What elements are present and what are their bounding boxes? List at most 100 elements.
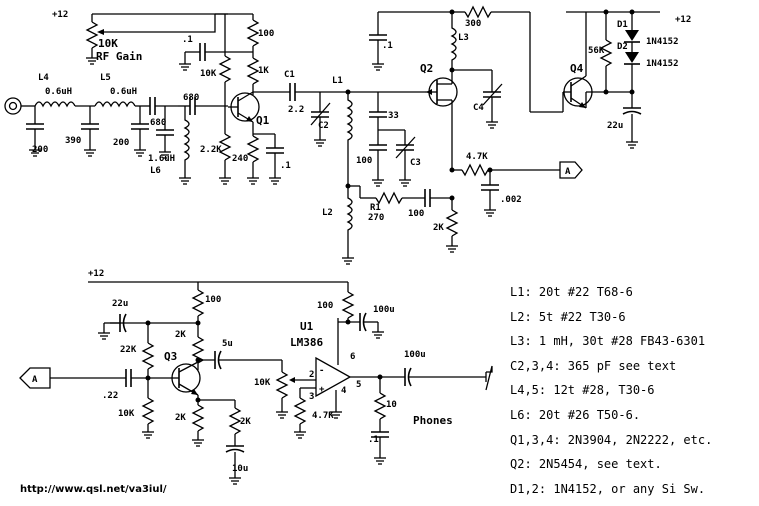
parts-list: L1: 20t #22 T68-6 L2: 5t #22 T30-6 L3: 1… <box>510 280 759 501</box>
res-240-label: 240 <box>232 154 248 164</box>
resistor-2k-c-icon <box>228 400 242 446</box>
cap-100u-top-label: 100u <box>373 305 395 315</box>
res-2k-b-label: 2K <box>175 413 186 423</box>
antenna-connector-icon <box>4 97 35 115</box>
inductor-l1-icon <box>346 92 353 186</box>
supply-top-right: +12 <box>675 15 691 25</box>
connector-a-right-icon <box>559 161 583 179</box>
opamp-plus-label: + <box>319 385 325 395</box>
d1-value: 1N4152 <box>646 37 679 47</box>
rf-gain-label: RF Gain <box>96 50 142 63</box>
parts-list-item: D1,2: 1N4152, or any Si Sw. <box>510 481 706 496</box>
capacitor-c4-variable-icon <box>452 69 503 129</box>
pin-5-label: 5 <box>356 380 361 390</box>
l1-label: L1 <box>332 76 343 86</box>
capacitor-c2-variable-icon <box>310 92 331 147</box>
cap-200-a-label: 200 <box>32 145 48 155</box>
resistor-10k-audio-icon <box>141 397 155 439</box>
res-100-b-label: 100 <box>317 301 333 311</box>
res-1k-label: 1K <box>258 66 269 76</box>
capacitor-point1-audio-icon <box>371 431 389 465</box>
q3-label: Q3 <box>164 350 177 363</box>
cap-100u-out-label: 100u <box>404 350 426 360</box>
res-10k-pot-label: 10K <box>254 378 271 388</box>
cap-point22-label: .22 <box>102 391 118 401</box>
supply-audio: +12 <box>88 269 104 279</box>
capacitor-point22-icon <box>125 369 170 387</box>
pin-3-label: 3 <box>309 392 314 402</box>
rf-gain-potentiometer-icon <box>85 13 228 65</box>
parts-list-item: L6: 20t #26 T50-6. <box>510 407 641 422</box>
u1-label: U1 <box>300 320 314 333</box>
cap-5u-label: 5u <box>222 339 233 349</box>
capacitor-c1-icon <box>253 83 348 101</box>
resistor-56k-icon <box>599 12 613 92</box>
res-100-audio-label: 100 <box>205 295 221 305</box>
pin-4-label: 4 <box>341 386 347 396</box>
resistor-100-a-icon <box>246 19 260 52</box>
l4-value: 0.6uH <box>45 87 72 97</box>
resistor-1k-icon <box>246 52 260 95</box>
capacitor-point1-c-icon <box>369 12 387 71</box>
l5-label: L5 <box>100 73 111 83</box>
res-4-7k-audio-label: 4.7K <box>312 411 334 421</box>
capacitor-point1-a-icon <box>178 43 253 71</box>
res-300-label: 300 <box>465 19 481 29</box>
pin-6-label: 6 <box>350 352 355 362</box>
capacitor-22u-rf-icon <box>622 92 642 149</box>
capacitor-5u-icon <box>198 350 283 372</box>
supply-top-left: +12 <box>52 10 68 20</box>
res-100-feedback-label: 100 <box>408 209 424 219</box>
resistor-10-icon <box>373 377 387 432</box>
parts-list-item: L1: 20t #22 T68-6 <box>510 285 633 299</box>
parts-list-item: L4,5: 12t #28, T30-6 <box>510 383 655 398</box>
parts-list-item: Q1,3,4: 2N3904, 2N2222, etc. <box>510 432 713 447</box>
res-2k-a-label: 2K <box>175 330 186 340</box>
cap-point1-audio-label: .1 <box>368 435 379 445</box>
res-100-label: 100 <box>258 29 274 39</box>
transistor-q3-icon <box>170 360 201 396</box>
rf-gain-pot-label: 10K <box>98 37 118 50</box>
c1-label: C1 <box>284 70 295 80</box>
capacitor-point1-b-icon <box>253 133 284 185</box>
resistor-10k-icon <box>218 14 232 106</box>
capacitor-680-b-icon <box>156 106 174 159</box>
parts-list-item: Q2: 2N5454, see text. <box>510 457 662 472</box>
lm386-opamp-icon <box>299 318 380 419</box>
resistor-2k-a-icon <box>191 323 205 370</box>
resistor-100-b-icon <box>341 282 355 322</box>
opamp-minus-label: - <box>319 366 324 376</box>
pin-2-label: 2 <box>309 370 314 380</box>
resistor-100-audio-icon <box>191 289 205 323</box>
l6-value: 1.6uH <box>148 154 175 164</box>
res-2k-c-label: 2K <box>240 417 251 427</box>
transistor-q2-icon <box>425 70 458 170</box>
capacitor-680-a-icon <box>148 97 178 115</box>
cap-100-label: 100 <box>356 156 372 166</box>
connector-a-right-label: A <box>565 167 571 177</box>
diode-d2-icon <box>624 42 640 92</box>
resistor-4-7k-icon <box>452 163 560 177</box>
resistor-2-2k-icon <box>218 106 232 185</box>
capacitor-200-a-icon <box>26 106 44 157</box>
res-2-2k-label: 2.2K <box>200 145 222 155</box>
cap-point1-c-label: .1 <box>382 41 393 51</box>
capacitor-feedback-icon <box>424 189 452 207</box>
capacitor-base-icon <box>178 97 228 115</box>
l5-value: 0.6uH <box>110 87 137 97</box>
resistor-2k-source-icon <box>445 198 459 253</box>
l2-label: L2 <box>322 208 333 218</box>
phones-label: Phones <box>413 414 453 427</box>
resistor-2k-b-icon <box>191 395 205 447</box>
cap-200-b-label: 200 <box>113 138 129 148</box>
capacitor-10u-icon <box>225 445 245 485</box>
cap-22u-audio-label: 22u <box>112 299 128 309</box>
res-4-7k-label: 4.7K <box>466 152 488 162</box>
transistor-q1-icon <box>228 91 260 123</box>
resistor-4-7k-audio-icon <box>293 397 307 439</box>
resistor-r1-icon <box>348 185 425 205</box>
inductor-l2-icon <box>341 186 355 265</box>
parts-list-item: C2,3,4: 365 pF see text <box>510 358 677 373</box>
volume-potentiometer-icon <box>275 371 316 419</box>
